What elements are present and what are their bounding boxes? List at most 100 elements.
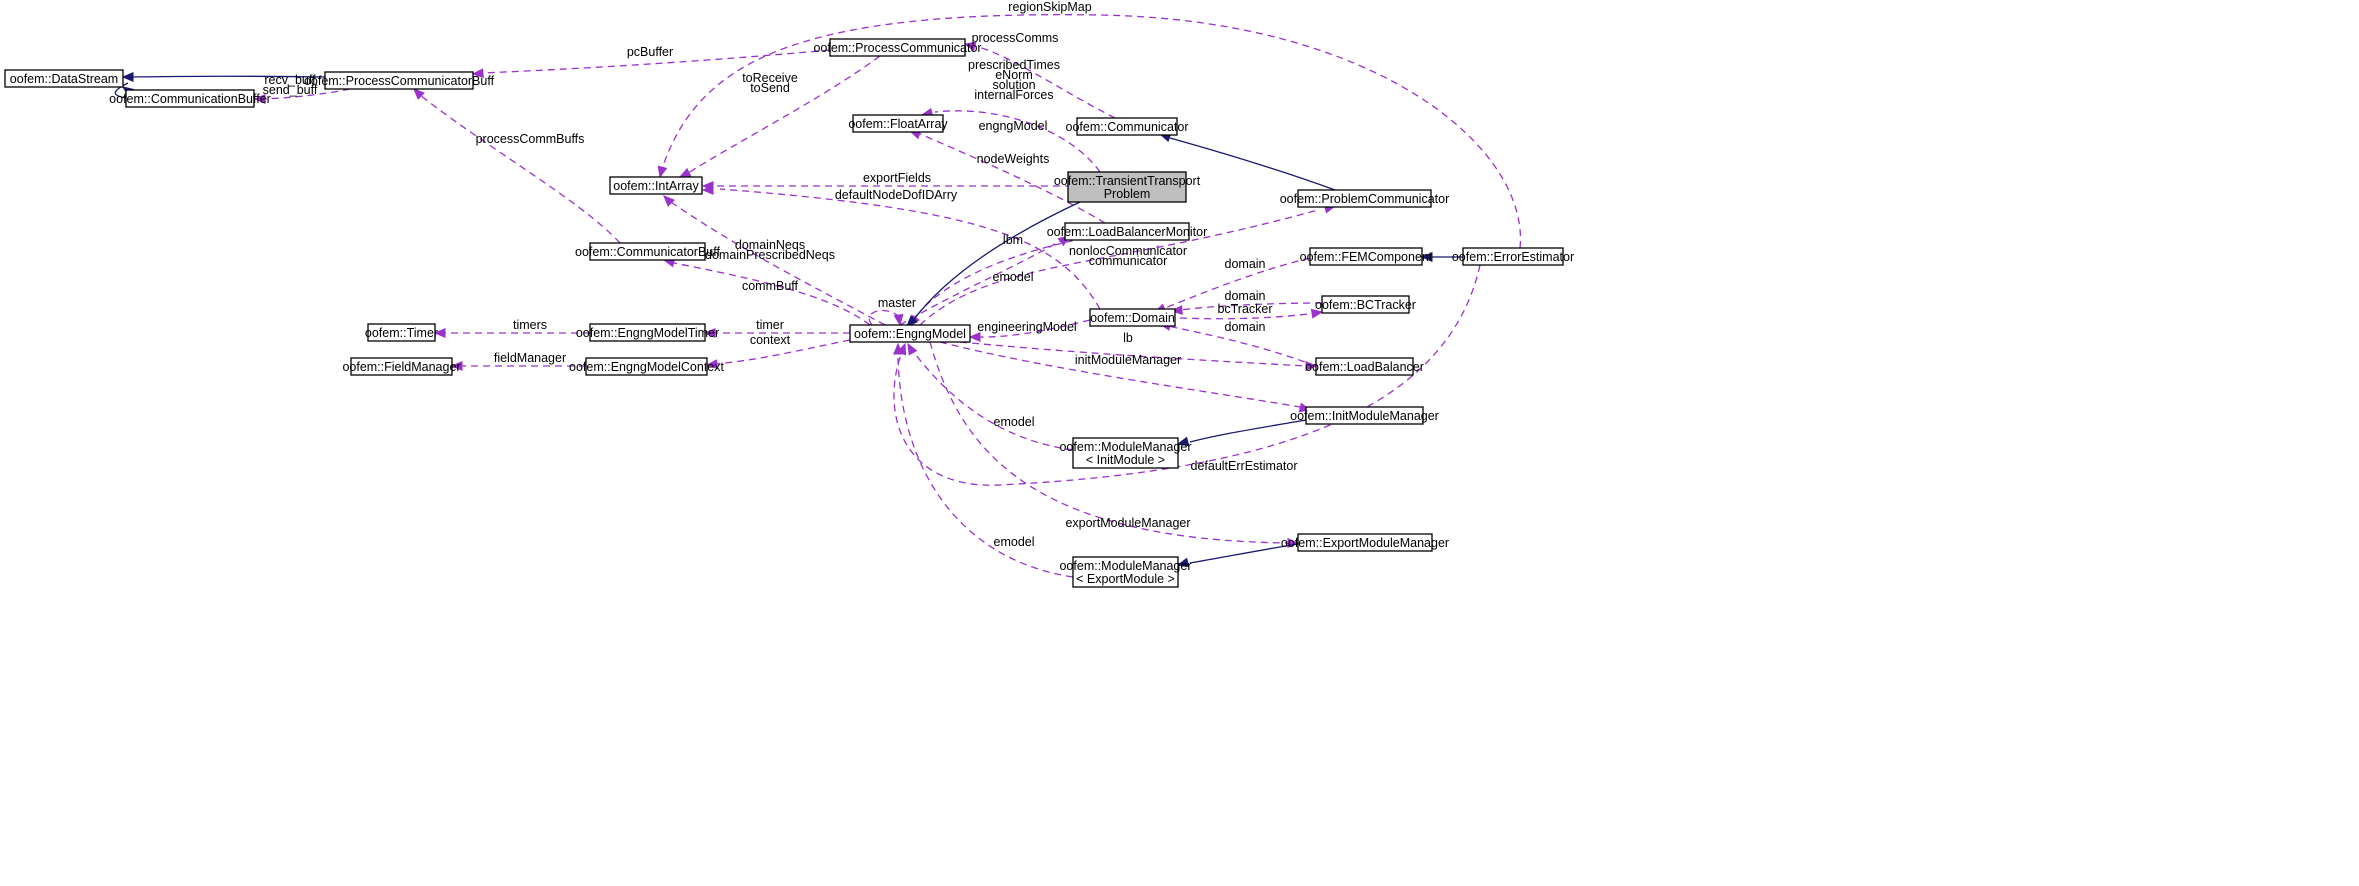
edge-line [1179,312,1317,320]
node-label: oofem::FEMComponent [1300,250,1433,264]
node-fieldmanager[interactable]: oofem::FieldManager [342,357,461,376]
node-communicatorbuff[interactable]: oofem::CommunicatorBuff [575,242,721,261]
node-box [1462,247,1564,266]
node-box [367,323,436,342]
edge-line [897,354,1074,578]
node-exportmodulemanager[interactable]: oofem::ExportModuleManager [1281,533,1449,552]
edge-line [1169,137,1336,191]
node-label: oofem::ProblemCommunicator [1280,192,1450,206]
edge-label-lbm: lbm [1003,233,1023,247]
arrowhead [907,342,918,356]
node-communicator[interactable]: oofem::Communicator [1066,117,1189,136]
arrowhead [703,328,716,338]
dependency-edge [868,309,904,327]
edge-label-domain-bc: domain [1225,289,1266,303]
arrowhead [413,88,425,100]
edge-label-init-module-manager: initModuleManager [1075,353,1181,367]
arrowhead [893,313,904,327]
edge-label-domain-fem: domain [1225,257,1266,271]
node-label: oofem::BCTracker [1315,298,1416,312]
node-label: < ExportModule > [1076,572,1175,586]
arrowhead [253,94,266,104]
node-box [350,357,453,376]
node-modulemanager-init[interactable]: oofem::ModuleManager< InitModule > [1059,437,1192,469]
edge-line [893,264,1481,486]
arrowhead [701,185,714,195]
node-label: oofem::TransientTransport [1054,174,1201,188]
edge-line [959,341,1307,367]
edge-label-emodel-init: emodel [994,415,1035,429]
edge-line [114,82,129,99]
edge-line [1189,543,1299,564]
node-box [1067,171,1187,203]
edge-line [911,349,1074,451]
dependency-edge [907,342,1074,451]
edge-label-timers: timers [513,318,547,332]
node-loadbalancermonitor[interactable]: oofem::LoadBalancerMonitor [1047,222,1208,241]
node-label: oofem::IntArray [613,179,699,193]
edge-label-comm-buff: commBuff [742,279,799,293]
node-processcommunicator[interactable]: oofem::ProcessCommunicator [813,38,982,57]
dependency-edge [413,88,621,244]
node-engngmodeltimer[interactable]: oofem::EngngModelTimer [576,323,719,342]
edge-line [1179,302,1323,311]
node-box [1297,533,1433,552]
node-box [589,242,706,261]
node-box [1305,406,1424,425]
node-errorestimator[interactable]: oofem::ErrorEstimator [1452,247,1574,266]
arrowhead [1420,252,1433,262]
node-timer[interactable]: oofem::Timer [365,323,438,342]
edge-label-to-receive-send: toReceive [742,71,798,85]
arrowhead [471,68,484,79]
node-box [585,357,708,376]
node-label: oofem::ProcessCommunicatorBuff [304,74,495,88]
node-label: oofem::EngngModelContext [569,360,724,374]
node-femcomponent[interactable]: oofem::FEMComponent [1300,247,1433,266]
arrowhead [1310,308,1324,319]
arrowhead [893,342,903,355]
arrowhead [433,328,446,338]
edge-line [714,339,851,365]
edge-line [899,239,1063,326]
edge-line [911,201,1081,323]
node-modulemanager-export[interactable]: oofem::ModuleManager< ExportModule > [1059,556,1192,588]
node-initmodulemanager[interactable]: oofem::InitModuleManager [1290,406,1439,425]
diagram-nodes: oofem::DataStreamoofem::CommunicationBuf… [4,38,1574,588]
inheritance-edge [1176,419,1307,447]
node-engngmodelcontext[interactable]: oofem::EngngModelContext [569,357,724,376]
node-engngmodel[interactable]: oofem::EngngModel [849,324,971,343]
node-box [852,114,944,133]
edge-label-recv-send-buff: send_buff [263,83,318,97]
node-intarray[interactable]: oofem::IntArray [609,176,703,195]
dependency-edge [968,319,1091,342]
node-label: oofem::ExportModuleManager [1281,536,1449,550]
node-problemcommunicator[interactable]: oofem::ProblemCommunicator [1280,189,1450,208]
node-communicationbuffer[interactable]: oofem::CommunicationBuffer [109,89,271,108]
dependency-edge [253,88,351,104]
node-bctracker[interactable]: oofem::BCTracker [1315,295,1416,314]
edge-line [934,110,1101,173]
diagram-edge-labels: regionSkipMappcBufferprocessCommsrecv_bu… [263,0,1298,549]
node-label: oofem::CommunicatorBuff [575,245,720,259]
node-datastream[interactable]: oofem::DataStream [4,69,124,88]
node-label: oofem::FieldManager [342,360,460,374]
node-box [324,71,474,90]
arrowhead [121,72,134,82]
edge-line [1164,257,1311,309]
edge-line [975,319,1091,338]
edge-line [667,199,886,326]
arrowhead [906,315,918,327]
edge-label-export-fields: exportFields [863,171,931,185]
edge-label-ttp-fields: prescribedTimes [968,58,1060,72]
inheritance-edge [1176,543,1299,568]
edge-label-emodel-export: emodel [994,535,1035,549]
edge-line [419,94,621,244]
edge-line [127,75,326,78]
dependency-edge [663,195,886,326]
node-domain[interactable]: oofem::Domain [1089,308,1176,327]
node-floatarray[interactable]: oofem::FloatArray [848,114,948,133]
arrowhead [963,41,977,52]
node-processcommunicatorbuff[interactable]: oofem::ProcessCommunicatorBuff [304,71,495,90]
node-loadbalancer[interactable]: oofem::LoadBalancer [1305,357,1424,376]
